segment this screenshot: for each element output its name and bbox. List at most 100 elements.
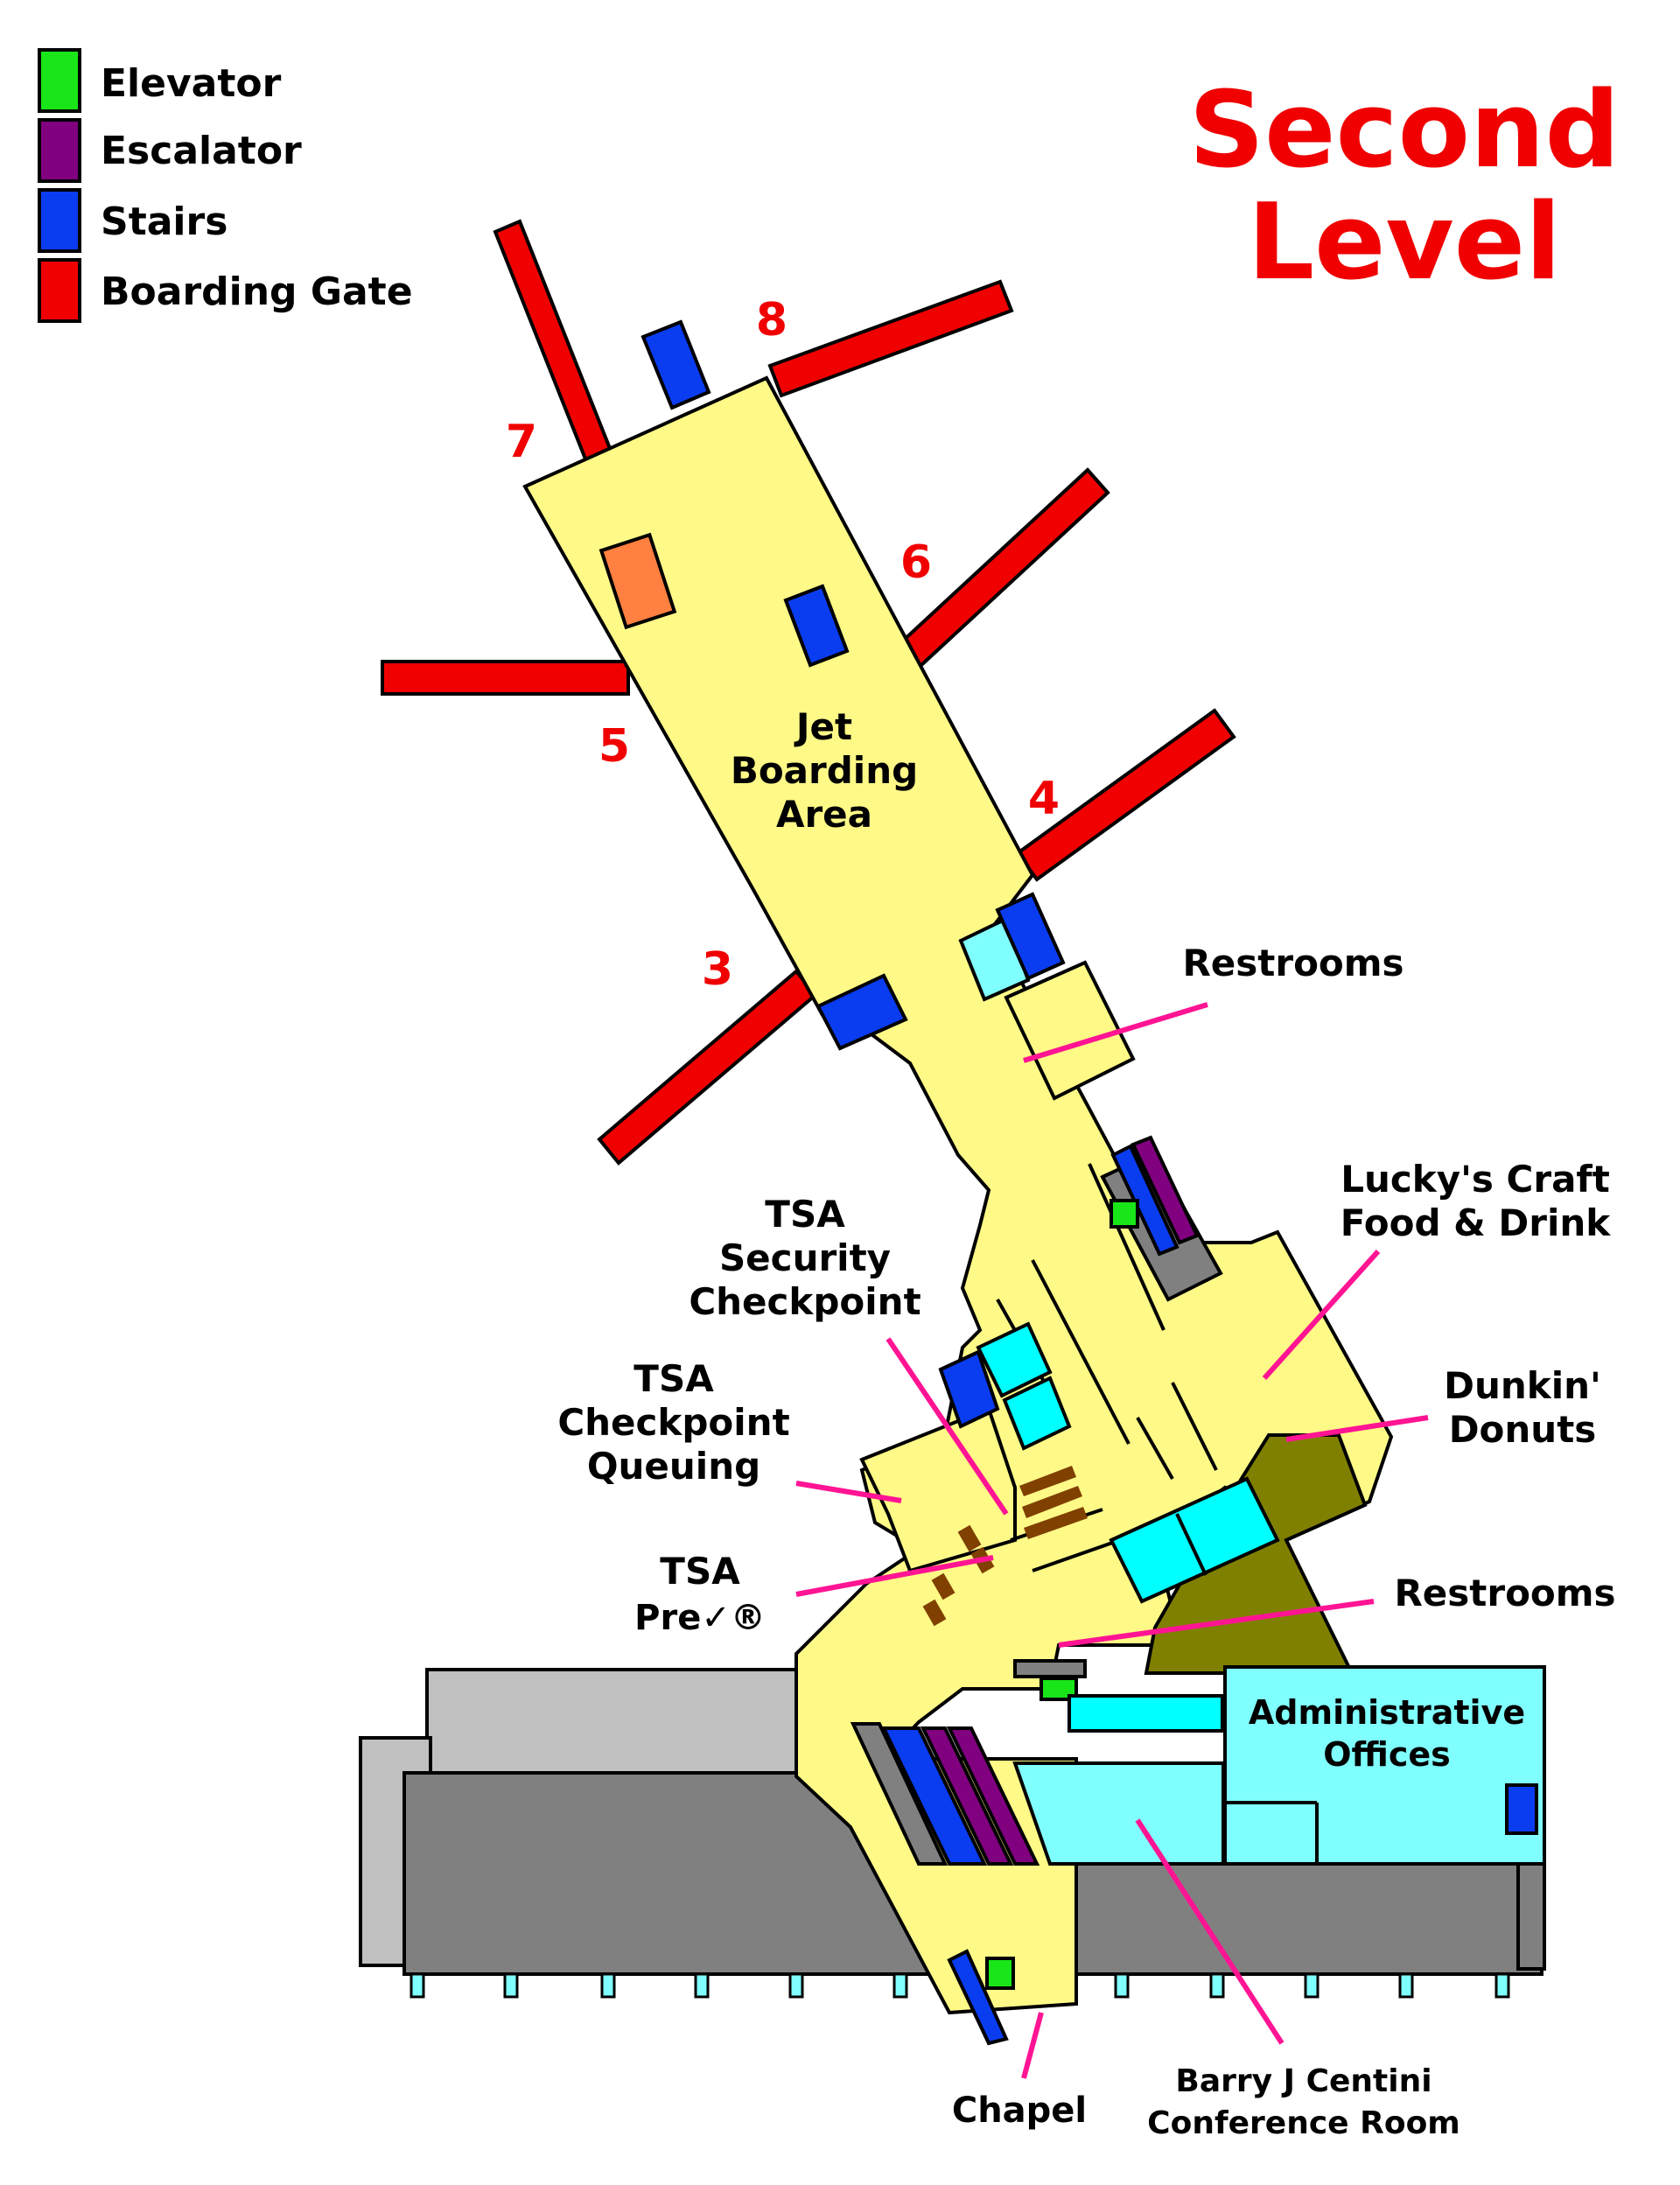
pointer-tsa-queuing bbox=[795, 1481, 902, 1503]
stairs-lower-concourse bbox=[880, 1726, 988, 1866]
building-right-notch bbox=[1516, 1853, 1546, 1971]
level-title: Second Level bbox=[1189, 70, 1620, 304]
label-luckys-2: Food & Drink bbox=[1340, 1201, 1612, 1244]
wall bbox=[1031, 1259, 1130, 1445]
label-tsa-security-1: TSA bbox=[765, 1193, 845, 1236]
vertical-circulation bbox=[640, 319, 1223, 2046]
post bbox=[503, 1972, 519, 1999]
legend: Elevator Escalator Stairs Boarding Gate bbox=[38, 48, 413, 323]
restrooms-upper-block bbox=[958, 892, 1136, 1101]
label-tsa-security-2: Security bbox=[719, 1236, 891, 1279]
legend-label-escalator: Escalator bbox=[101, 129, 302, 173]
label-restrooms-lower: Restrooms bbox=[1394, 1572, 1615, 1614]
legend-label-elevator: Elevator bbox=[101, 61, 282, 106]
label-jet-boarding-2: Boarding bbox=[731, 749, 918, 792]
interior-walls bbox=[996, 1163, 1218, 1572]
wall bbox=[1032, 1538, 1121, 1572]
pointer-tsa-security bbox=[886, 1337, 1009, 1516]
escalator-lower-concourse-b bbox=[946, 1726, 1040, 1866]
label-tsa-queuing-1: TSA bbox=[634, 1357, 714, 1400]
post bbox=[892, 1972, 908, 1999]
label-tsa-queuing-2: Checkpoint bbox=[557, 1401, 789, 1444]
boarding-gates bbox=[381, 219, 1236, 1166]
post bbox=[1304, 1972, 1320, 1999]
legend-label-stairs: Stairs bbox=[101, 200, 228, 244]
label-restrooms-upper: Restrooms bbox=[1182, 942, 1404, 984]
label-admin-2: Offices bbox=[1323, 1735, 1451, 1774]
gate-number-4: 4 bbox=[1028, 773, 1060, 825]
legend-swatch-boarding-gate bbox=[38, 258, 81, 323]
stairs-top bbox=[640, 319, 711, 410]
belt bbox=[957, 1524, 982, 1552]
post bbox=[1209, 1972, 1225, 1999]
label-conference-2: Conference Room bbox=[1147, 2105, 1460, 2141]
escalator-lower-concourse-a bbox=[920, 1726, 1014, 1866]
stairs-chapel bbox=[947, 1949, 1009, 2046]
pointer-luckys bbox=[1262, 1249, 1381, 1381]
belt bbox=[922, 1599, 947, 1627]
label-dunkin-1: Dunkin' bbox=[1444, 1364, 1601, 1407]
stairs-security bbox=[938, 1349, 1000, 1429]
post bbox=[1114, 1972, 1130, 1999]
stairs-upper-right bbox=[995, 892, 1066, 981]
gate-number-6: 6 bbox=[900, 536, 932, 589]
post bbox=[1398, 1972, 1414, 1999]
building-posts bbox=[410, 1972, 1510, 1999]
administrative-offices bbox=[1223, 1665, 1546, 1866]
title-line-1: Second bbox=[1189, 70, 1620, 192]
restrooms-lower bbox=[1109, 1476, 1280, 1604]
wall bbox=[1171, 1382, 1218, 1471]
post bbox=[1494, 1972, 1510, 1999]
belt bbox=[931, 1572, 956, 1600]
restrooms-admin-strip bbox=[1068, 1694, 1224, 1733]
concourse bbox=[522, 375, 1394, 2015]
elevator-service-core bbox=[1110, 1199, 1139, 1229]
building-light-block bbox=[425, 1668, 814, 1776]
post bbox=[694, 1972, 710, 1999]
pointer-chapel bbox=[1021, 2012, 1044, 2079]
label-tsa-pre-1: TSA bbox=[660, 1550, 740, 1593]
post bbox=[410, 1972, 425, 1999]
pointer-tsa-pre bbox=[795, 1555, 994, 1597]
title-line-2: Level bbox=[1248, 182, 1562, 304]
label-jet-boarding-3: Area bbox=[776, 793, 872, 836]
label-dunkin-2: Donuts bbox=[1449, 1408, 1597, 1451]
legend-swatch-stairs bbox=[38, 188, 81, 253]
belt bbox=[1019, 1466, 1076, 1496]
post bbox=[600, 1972, 616, 1999]
escalator-service-core bbox=[1130, 1135, 1200, 1245]
wall bbox=[1088, 1163, 1166, 1331]
service-admin bbox=[1013, 1659, 1087, 1678]
belt bbox=[1022, 1486, 1082, 1518]
gate-number-5: 5 bbox=[598, 720, 630, 773]
legend-item-elevator: Elevator bbox=[38, 48, 282, 113]
label-pointers bbox=[795, 1002, 1429, 2079]
pointer-restrooms-lower bbox=[1058, 1599, 1375, 1648]
restroom-security-b bbox=[1002, 1376, 1072, 1451]
label-tsa-pre-2: Pre✓® bbox=[634, 1598, 766, 1638]
gate-8-jetway[interactable] bbox=[767, 279, 1014, 398]
legend-item-stairs: Stairs bbox=[38, 188, 228, 253]
stairs-service-core bbox=[1110, 1144, 1180, 1257]
gate-3-jetway[interactable] bbox=[597, 969, 818, 1166]
label-luckys-1: Lucky's Craft bbox=[1340, 1158, 1610, 1201]
label-conference-1: Barry J Centini bbox=[1175, 2063, 1432, 2099]
pointer-restrooms-upper bbox=[1023, 1002, 1208, 1063]
pointer-dunkin bbox=[1285, 1415, 1429, 1442]
label-tsa-queuing-3: Queuing bbox=[587, 1445, 760, 1488]
jet-boarding-concourse bbox=[522, 375, 1394, 2015]
legend-item-escalator: Escalator bbox=[38, 118, 302, 183]
conference-room bbox=[1012, 1761, 1225, 1866]
wall bbox=[1175, 1513, 1208, 1576]
legend-label-boarding-gate: Boarding Gate bbox=[101, 270, 413, 314]
label-admin-1: Administrative bbox=[1249, 1693, 1525, 1732]
post bbox=[788, 1972, 804, 1999]
stairs-gate-3 bbox=[816, 973, 908, 1051]
south-buildings bbox=[1012, 1433, 1546, 1866]
wall bbox=[1136, 1417, 1174, 1480]
belt bbox=[1024, 1507, 1088, 1539]
gate-5-jetway[interactable] bbox=[381, 660, 630, 696]
legend-swatch-elevator bbox=[38, 48, 81, 113]
gate-number-8: 8 bbox=[756, 294, 788, 347]
